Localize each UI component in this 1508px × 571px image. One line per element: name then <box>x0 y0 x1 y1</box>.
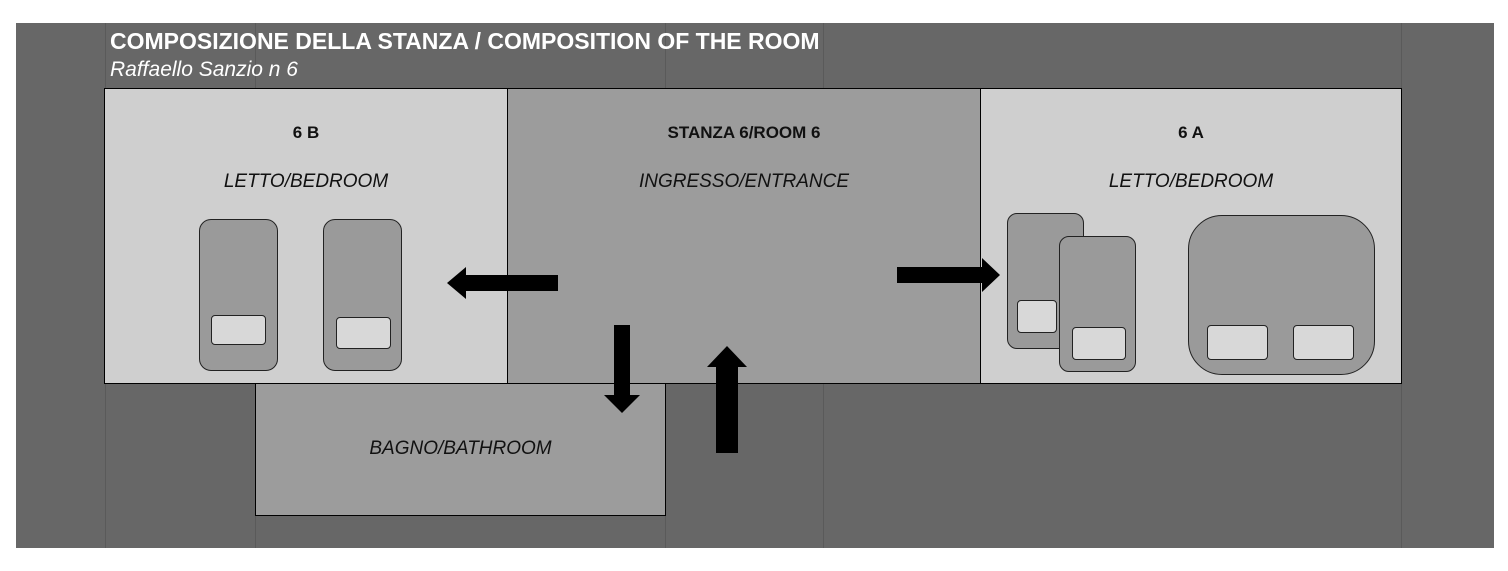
room-entrance: STANZA 6/ROOM 6 INGRESSO/ENTRANCE <box>507 88 981 384</box>
room-6b-name: 6 B <box>292 123 320 142</box>
pillow-icon <box>211 315 266 345</box>
room-6b-type: LETTO/BEDROOM <box>223 171 389 192</box>
page-title: COMPOSIZIONE DELLA STANZA / COMPOSITION … <box>110 28 820 54</box>
arrow-icon <box>897 258 1000 292</box>
pillow-icon <box>1293 325 1354 360</box>
pillow-icon <box>336 317 391 349</box>
room-bathroom: BAGNO/BATHROOM <box>255 383 666 516</box>
double-bed-icon <box>1188 215 1375 375</box>
single-bed-icon <box>1059 236 1136 372</box>
arrow-icon <box>447 267 558 299</box>
arrow-icon <box>604 325 640 413</box>
room-6a-type: LETTO/BEDROOM <box>1108 171 1274 192</box>
floor-plan: COMPOSIZIONE DELLA STANZA / COMPOSITION … <box>16 23 1494 548</box>
room-6a: 6 A LETTO/BEDROOM <box>980 88 1402 384</box>
arrow-icon <box>707 346 747 453</box>
entrance-name: STANZA 6/ROOM 6 <box>667 123 821 142</box>
pillow-icon <box>1017 300 1057 333</box>
bathroom-type: BAGNO/BATHROOM <box>369 438 552 459</box>
arrows-layer <box>447 258 1000 453</box>
entrance-type: INGRESSO/ENTRANCE <box>638 171 850 192</box>
single-bed-icon <box>199 219 278 371</box>
pillow-icon <box>1072 327 1126 360</box>
room-6a-name: 6 A <box>1178 123 1204 142</box>
page-subtitle: Raffaello Sanzio n 6 <box>110 58 298 81</box>
room-6b: 6 B LETTO/BEDROOM <box>104 88 508 384</box>
pillow-icon <box>1207 325 1268 360</box>
single-bed-icon <box>323 219 402 371</box>
